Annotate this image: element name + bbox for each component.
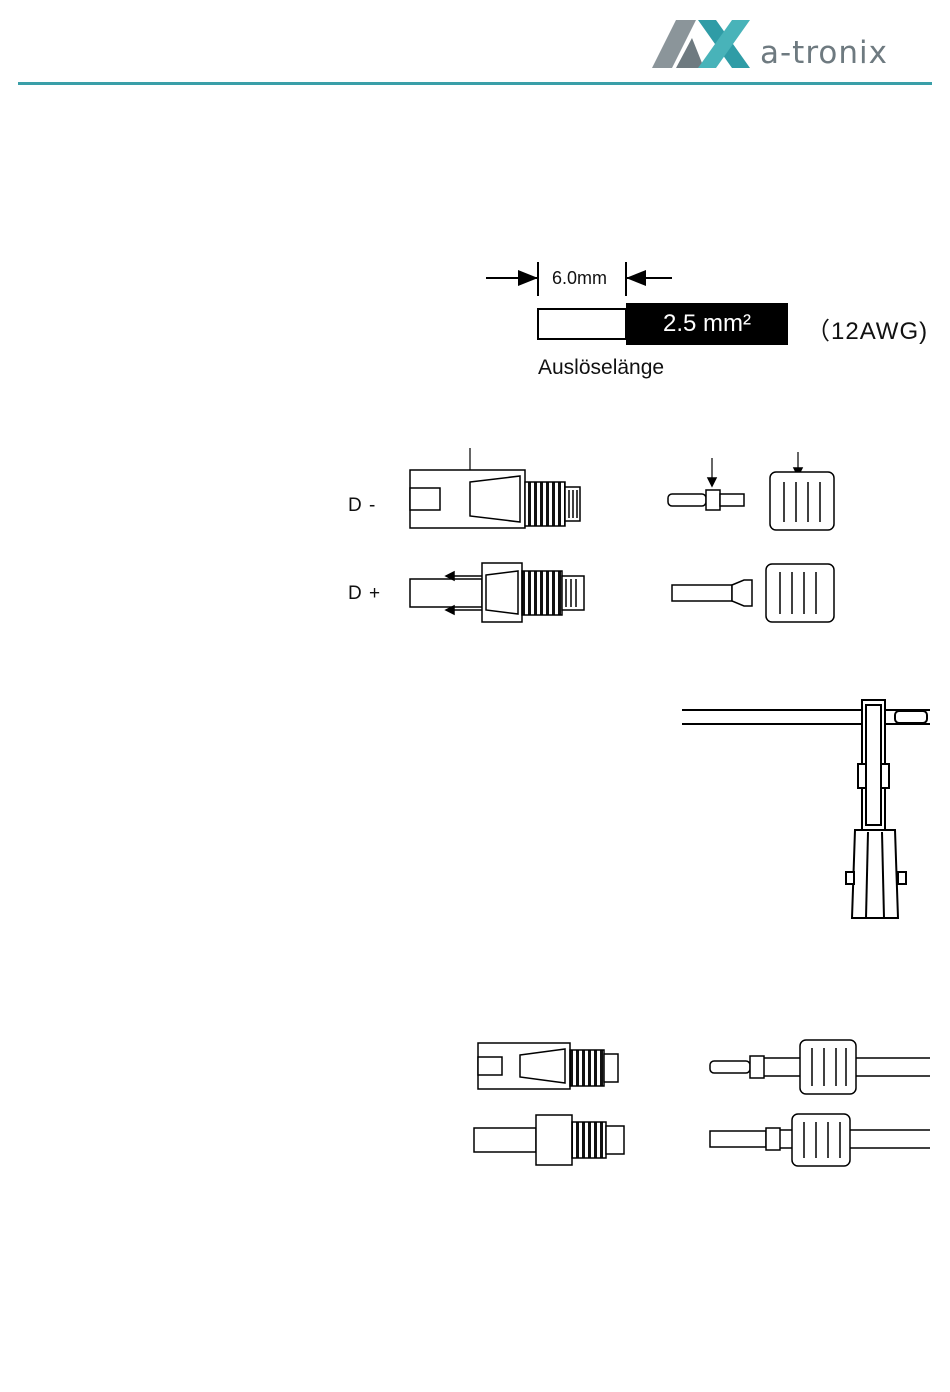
assembled-female-connector bbox=[478, 1043, 618, 1089]
assembled-male-pin-with-nut bbox=[710, 1114, 930, 1166]
plus-cap-nut bbox=[766, 564, 834, 622]
male-connector-housing bbox=[410, 563, 584, 622]
male-pin bbox=[672, 580, 752, 606]
female-connector-housing bbox=[410, 448, 580, 528]
crimping-tool bbox=[682, 700, 930, 918]
assembled-male-connector bbox=[474, 1115, 624, 1165]
female-pin bbox=[668, 458, 744, 510]
minus-cap-nut bbox=[770, 452, 834, 530]
assembled-female-pin-with-nut bbox=[710, 1040, 930, 1094]
